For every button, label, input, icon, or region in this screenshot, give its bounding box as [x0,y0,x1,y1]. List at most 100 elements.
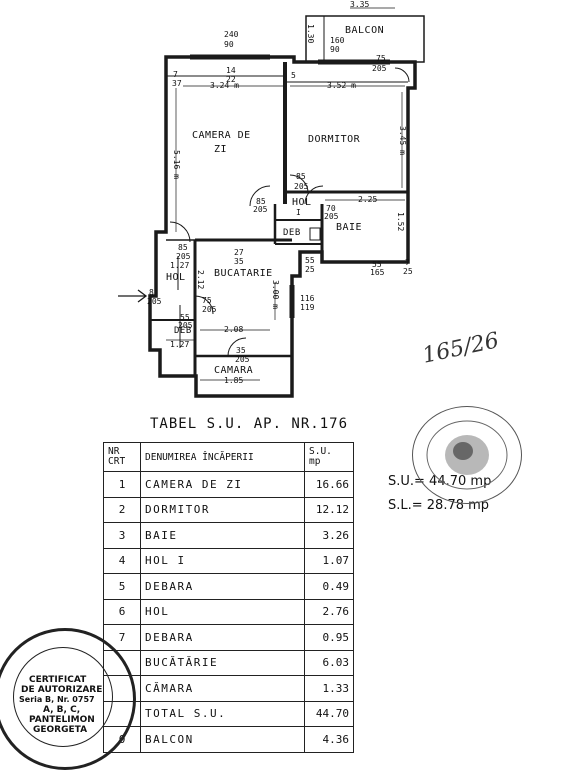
header-crt-text: CRT [108,456,126,467]
dim-wall-1: 55 [305,256,315,265]
cell-name: DEBARA [140,573,305,600]
cell-nr: 4 [103,547,141,574]
room-label-balcon: BALCON [345,25,385,36]
cell-nr: 6 [103,598,141,625]
cell-name: CĂMARA [140,675,305,702]
room-label-zi: ZI [214,144,228,155]
dim-door-baie: 70 [326,204,336,213]
cell-value: 6.03 [304,649,354,676]
cell-name: DORMITOR [140,496,305,523]
room-label-hol-i: HOL [292,197,312,208]
dim-entry-door-b: 205 [147,297,162,306]
cell-value: 0.49 [304,573,354,600]
dim-corner-b: 37 [172,79,182,88]
dim-door-hol-b: 205 [176,252,191,261]
dim-dormitor-width: 3.52 m [327,81,356,90]
cell-name: BUCĂTĂRIE [140,649,305,676]
dim-dormitor-height: 3.45 m [398,126,407,155]
dim-bucatarie-width: 2.08 [224,325,244,334]
stamp-line-2: DE AUTORIZARE [21,685,103,695]
balcony-outline [305,15,425,63]
dim-niche: 14 [226,66,236,75]
header-name: DENUMIREA ÎNCĂPERII [140,442,305,472]
cell-value: 1.33 [304,675,354,702]
dim-window-bucatarie-b: 119 [300,303,315,312]
dim-baie-height: 1.52 [396,212,405,232]
dim-hol-width: 1.27 [170,261,190,270]
dim-window-baie-b: 165 [370,268,385,277]
dim-door-deb: 55 [180,313,190,322]
cell-name: BALCON [140,726,305,753]
table-row-total: TOTAL S.U.44.70 [103,700,354,727]
seal-right-graphic [426,420,508,490]
cell-value: 12.12 [304,496,354,523]
room-label-hol-i-2: I [296,208,302,217]
dim-door-bucatarie-b: 35 [234,257,244,266]
dim-window-2: 160 [330,36,345,45]
cell-name: TOTAL S.U. [140,700,305,727]
room-label-hol: HOL [166,272,186,283]
cell-value: 16.66 [304,471,354,498]
dim-door-camera: 85 [256,197,266,206]
dim-door-balcon-b: 205 [372,64,387,73]
cell-nr: 2 [103,496,141,523]
cell-name: DEBARA [140,624,305,651]
dim-hol-height: 2.12 [196,270,205,290]
dim-door-camera-b: 205 [253,205,268,214]
cell-nr: 3 [103,522,141,549]
room-label-deb-2: DEB [174,326,192,336]
cell-nr: 5 [103,573,141,600]
outer-wall [148,55,417,398]
stamp-line-1: CERTIFICAT [29,675,87,685]
room-label-baie: BAIE [336,222,363,233]
seal-right-icon [412,406,522,504]
header-nr-text: NR [108,446,120,457]
cell-name: HOL I [140,547,305,574]
dim-corner-2: 5 [291,71,296,80]
dim-door-bucatarie-2: 75 [202,296,212,305]
dim-window-1b: 90 [224,40,234,49]
cell-value: 3.26 [304,522,354,549]
room-label-bucatarie: BUCATARIE [214,268,273,279]
dim-deb-width: 1.27 [170,340,190,349]
dim-door-balcon: 75 [376,54,386,63]
entry-arrow-icon [118,289,148,303]
stamp-left-icon: CERTIFICAT DE AUTORIZARE Seria B, Nr. 07… [0,628,136,770]
header-su-unit: mp [309,456,321,467]
cell-value: 1.07 [304,547,354,574]
room-label-camera-de-zi: CAMERA DE [192,130,251,141]
cell-value: 0.95 [304,624,354,651]
cell-name: CAMERA DE ZI [140,471,305,498]
stamp-line-4: A, B, C, [43,705,81,715]
dim-door-bucatarie-2b: 205 [202,305,217,314]
dim-camera-height: 5.16 m [172,150,181,179]
dim-window-2b: 90 [330,45,340,54]
dim-baie-width: 2.25 [358,195,378,204]
dim-niche-b: 22 [226,75,236,84]
dim-door-baie-b: 205 [324,212,339,221]
dim-wall-2: 7 [405,258,410,267]
table-title: TABEL S.U. AP. NR.176 [150,416,349,432]
table-header-row: NR CRT DENUMIREA ÎNCĂPERII S.U. mp [103,442,354,472]
dim-top: 3.35 [350,0,370,9]
stamp-line-3: Seria B, Nr. 0757 [19,695,95,704]
room-label-dormitor: DORMITOR [308,134,361,145]
floor-plan-drawing [118,7,425,398]
stamp-line-6: GEORGETA [33,725,88,735]
dim-wall-2b: 25 [403,267,413,276]
cell-name: HOL [140,598,305,625]
header-su-text: S.U. [309,446,332,457]
dim-window-1: 240 [224,30,239,39]
header-nr: NR CRT [103,442,141,472]
cell-nr: 1 [103,471,141,498]
dim-door-dormitor: 85 [296,172,306,181]
